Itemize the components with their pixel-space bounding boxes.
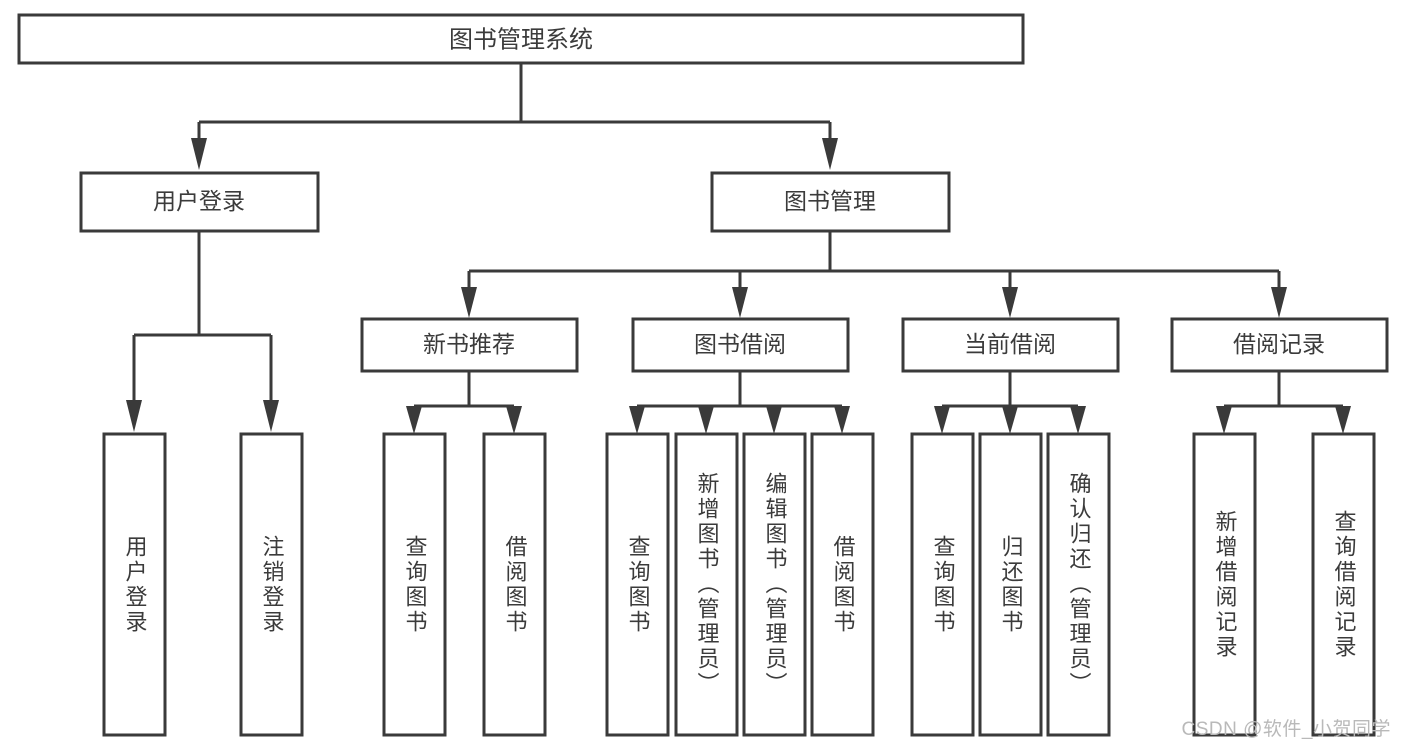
arrow-head-icon [1271, 287, 1287, 318]
leaf-box-user-login[interactable] [102, 432, 167, 737]
arrow-head-icon [698, 406, 714, 434]
arrow-head-icon [406, 406, 422, 434]
leaf-box-query-book-2[interactable] [605, 432, 670, 737]
arrow-head-icon [1070, 406, 1086, 434]
arrow-head-icon [1216, 406, 1232, 434]
node-borrow-record[interactable]: 借阅记录 [1170, 317, 1389, 373]
arrow-head-icon [1002, 406, 1018, 434]
arrow-head-icon [934, 406, 950, 434]
connector-userlogin-to-leaves [126, 231, 279, 432]
arrow-head-icon [834, 406, 850, 434]
leaf-box-edit-book-admin[interactable] [742, 432, 807, 737]
arrow-head-icon [629, 406, 645, 434]
level3-box-shape [360, 317, 579, 373]
connector-bookborrow-to-leaves [629, 371, 850, 434]
arrow-head-icon [263, 400, 279, 432]
connector-newbook-to-leaves [406, 371, 522, 434]
level3-label-current-borrow: 当前借阅 [964, 331, 1056, 357]
csdn-watermark: CSDN @软件_小贺同学 [1181, 719, 1391, 740]
node-new-book-recommend[interactable]: 新书推荐 [360, 317, 579, 373]
leaf-box-query-book-3[interactable] [910, 432, 975, 737]
leaf-box-borrow-book-2[interactable] [810, 432, 875, 737]
level3-label-new-book-recommend: 新书推荐 [423, 331, 515, 357]
arrow-head-icon [506, 406, 522, 434]
leaf-box-query-book-1[interactable] [382, 432, 447, 737]
arrow-head-icon [1002, 287, 1018, 318]
leaf-box-borrow-book-1[interactable] [482, 432, 547, 737]
connector-bookmgmt-to-level3 [461, 231, 1287, 318]
arrow-head-icon [822, 138, 838, 170]
arrow-head-icon [732, 287, 748, 318]
level3-label-book-borrow: 图书借阅 [694, 331, 786, 357]
arrow-head-icon [191, 138, 207, 170]
connector-currentborrow-to-leaves [934, 371, 1086, 434]
leaf-box-logout[interactable] [239, 432, 304, 737]
arrow-head-icon [766, 406, 782, 434]
node-book-management[interactable]: 图书管理 [710, 171, 951, 233]
arrow-head-icon [126, 400, 142, 432]
connector-root-to-level2 [191, 63, 838, 170]
node-current-borrow[interactable]: 当前借阅 [901, 317, 1120, 373]
level2-label-user-login: 用户登录 [153, 188, 245, 214]
node-user-login[interactable]: 用户登录 [79, 171, 320, 233]
root-box-label: 图书管理系统 [449, 26, 593, 53]
leaf-box-add-borrow-record[interactable] [1192, 432, 1257, 737]
leaf-box-return-book[interactable] [978, 432, 1043, 737]
arrow-head-icon [461, 287, 477, 318]
connector-borrowrecord-to-leaves [1216, 371, 1351, 434]
level3-box-shape [901, 317, 1120, 373]
level2-box-shape [79, 171, 320, 233]
level3-label-borrow-record: 借阅记录 [1233, 331, 1325, 357]
node-book-borrow[interactable]: 图书借阅 [631, 317, 850, 373]
leaf-box-confirm-return-admin[interactable] [1046, 432, 1111, 737]
leaf-box-add-book-admin[interactable] [674, 432, 739, 737]
leaf-box-query-borrow-record[interactable] [1311, 432, 1376, 737]
node-root-system[interactable]: 图书管理系统 [17, 13, 1025, 65]
arrow-head-icon [1335, 406, 1351, 434]
root-box-shape [17, 13, 1025, 65]
level2-label-book-management: 图书管理 [784, 188, 876, 214]
